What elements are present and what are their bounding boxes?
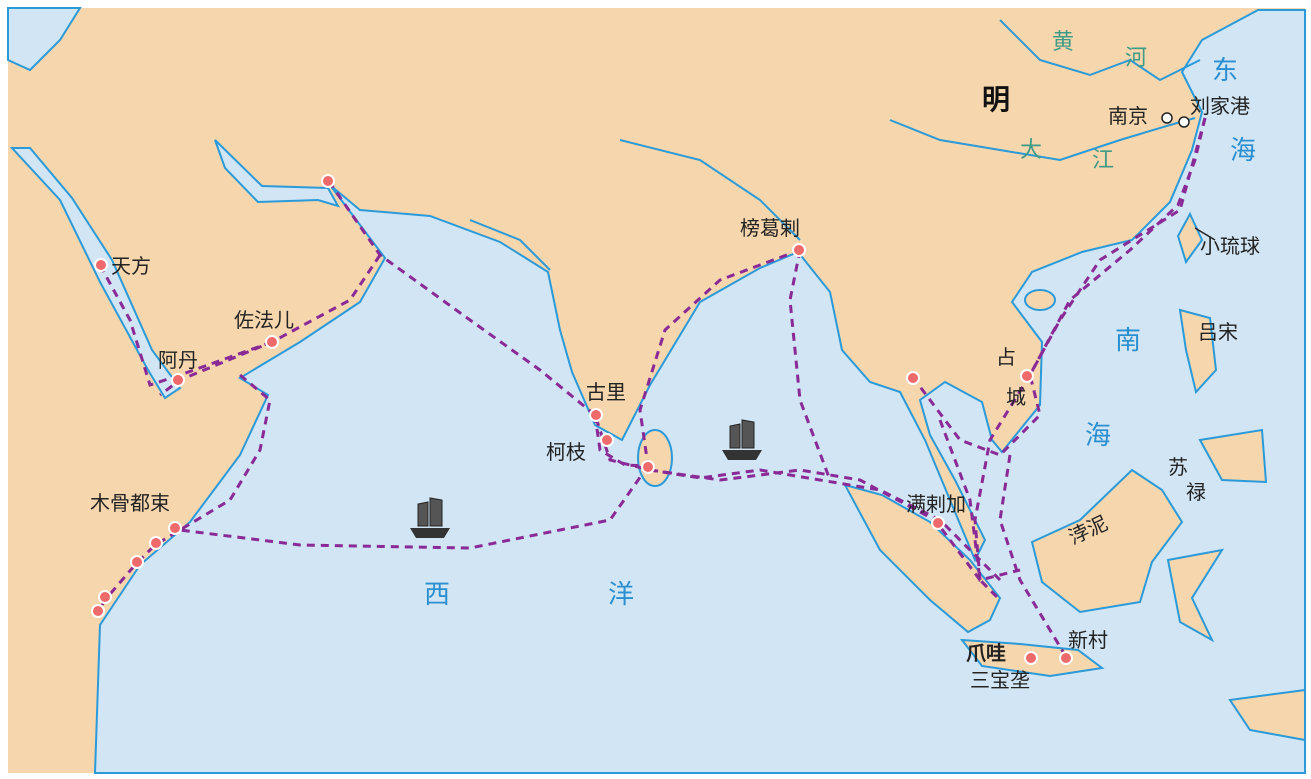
sea-label: 洋: [608, 580, 635, 610]
sulawesi: [1166, 548, 1225, 643]
river-label: 江: [1092, 148, 1115, 173]
port-guli: [589, 408, 603, 422]
place-label: 满剌加: [906, 492, 966, 516]
port-banggela: [792, 243, 806, 257]
port-adan: [171, 373, 185, 387]
borneo: [1030, 468, 1184, 614]
route-china-east: [1028, 117, 1207, 376]
sea-label: 东: [1212, 56, 1239, 86]
treasure-ship-icon: [410, 497, 450, 538]
place-label: 南京: [1108, 104, 1148, 128]
hainan: [1024, 289, 1056, 311]
sumatra: [843, 483, 1002, 634]
port-ceylon: [641, 460, 655, 474]
yellow-river: [999, 19, 1201, 82]
sea-label: 海: [1085, 421, 1112, 451]
liujiagang-marker: [1178, 116, 1190, 128]
ports: [91, 174, 1073, 665]
country-ming: 明: [982, 83, 1011, 116]
place-label: 天方: [111, 254, 151, 278]
place-label: 吕宋: [1198, 320, 1238, 344]
ocean: [93, 9, 1306, 774]
river-label: 河: [1125, 46, 1148, 71]
place-label: 柯枝: [546, 440, 586, 464]
place-label: 榜葛剌: [740, 216, 800, 240]
place-label: 三宝垄: [970, 668, 1030, 692]
place-label: 古里: [586, 380, 626, 404]
red-sea: [9, 147, 182, 400]
route-main: [913, 117, 1207, 457]
luzon: [1178, 308, 1218, 395]
sea-label: 西: [424, 580, 451, 610]
treasure-ship-icon: [722, 419, 762, 460]
port-manlajia: [931, 516, 945, 530]
port-zuofaer: [265, 335, 279, 349]
place-label: 占: [996, 345, 1016, 369]
place-label: 苏: [1168, 455, 1188, 479]
place-label: 禄: [1186, 480, 1206, 504]
port-hormuz: [321, 174, 335, 188]
voyage-routes: [96, 117, 1207, 656]
port-zhancheng: [1020, 369, 1034, 383]
river-label: 黄: [1052, 30, 1075, 55]
port-kezhi: [600, 433, 614, 447]
place-label: 爪哇: [966, 641, 1006, 665]
port-siam: [906, 371, 920, 385]
port-xincun: [1059, 651, 1073, 665]
taiwan: [1176, 211, 1204, 265]
sea-label: 海: [1230, 136, 1257, 166]
mindanao: [1198, 428, 1268, 484]
yangtze-river: [889, 117, 1196, 162]
place-label: 城: [1006, 385, 1026, 409]
place-label: 佐法儿: [234, 308, 294, 332]
sea-label: 南: [1115, 326, 1142, 356]
persian-gulf: [214, 139, 341, 208]
nanjing-marker: [1161, 112, 1173, 124]
port-sanbaolong: [1024, 651, 1038, 665]
port-tianfang: [94, 258, 108, 272]
place-label: 小琉球: [1200, 234, 1260, 258]
place-label: 刘家港: [1190, 94, 1250, 118]
place-label: 新村: [1068, 628, 1108, 652]
place-label: 木骨都束: [90, 491, 170, 515]
port-mugudushu: [168, 521, 182, 535]
river-label: 大: [1020, 138, 1043, 163]
place-label: 阿丹: [158, 348, 198, 372]
